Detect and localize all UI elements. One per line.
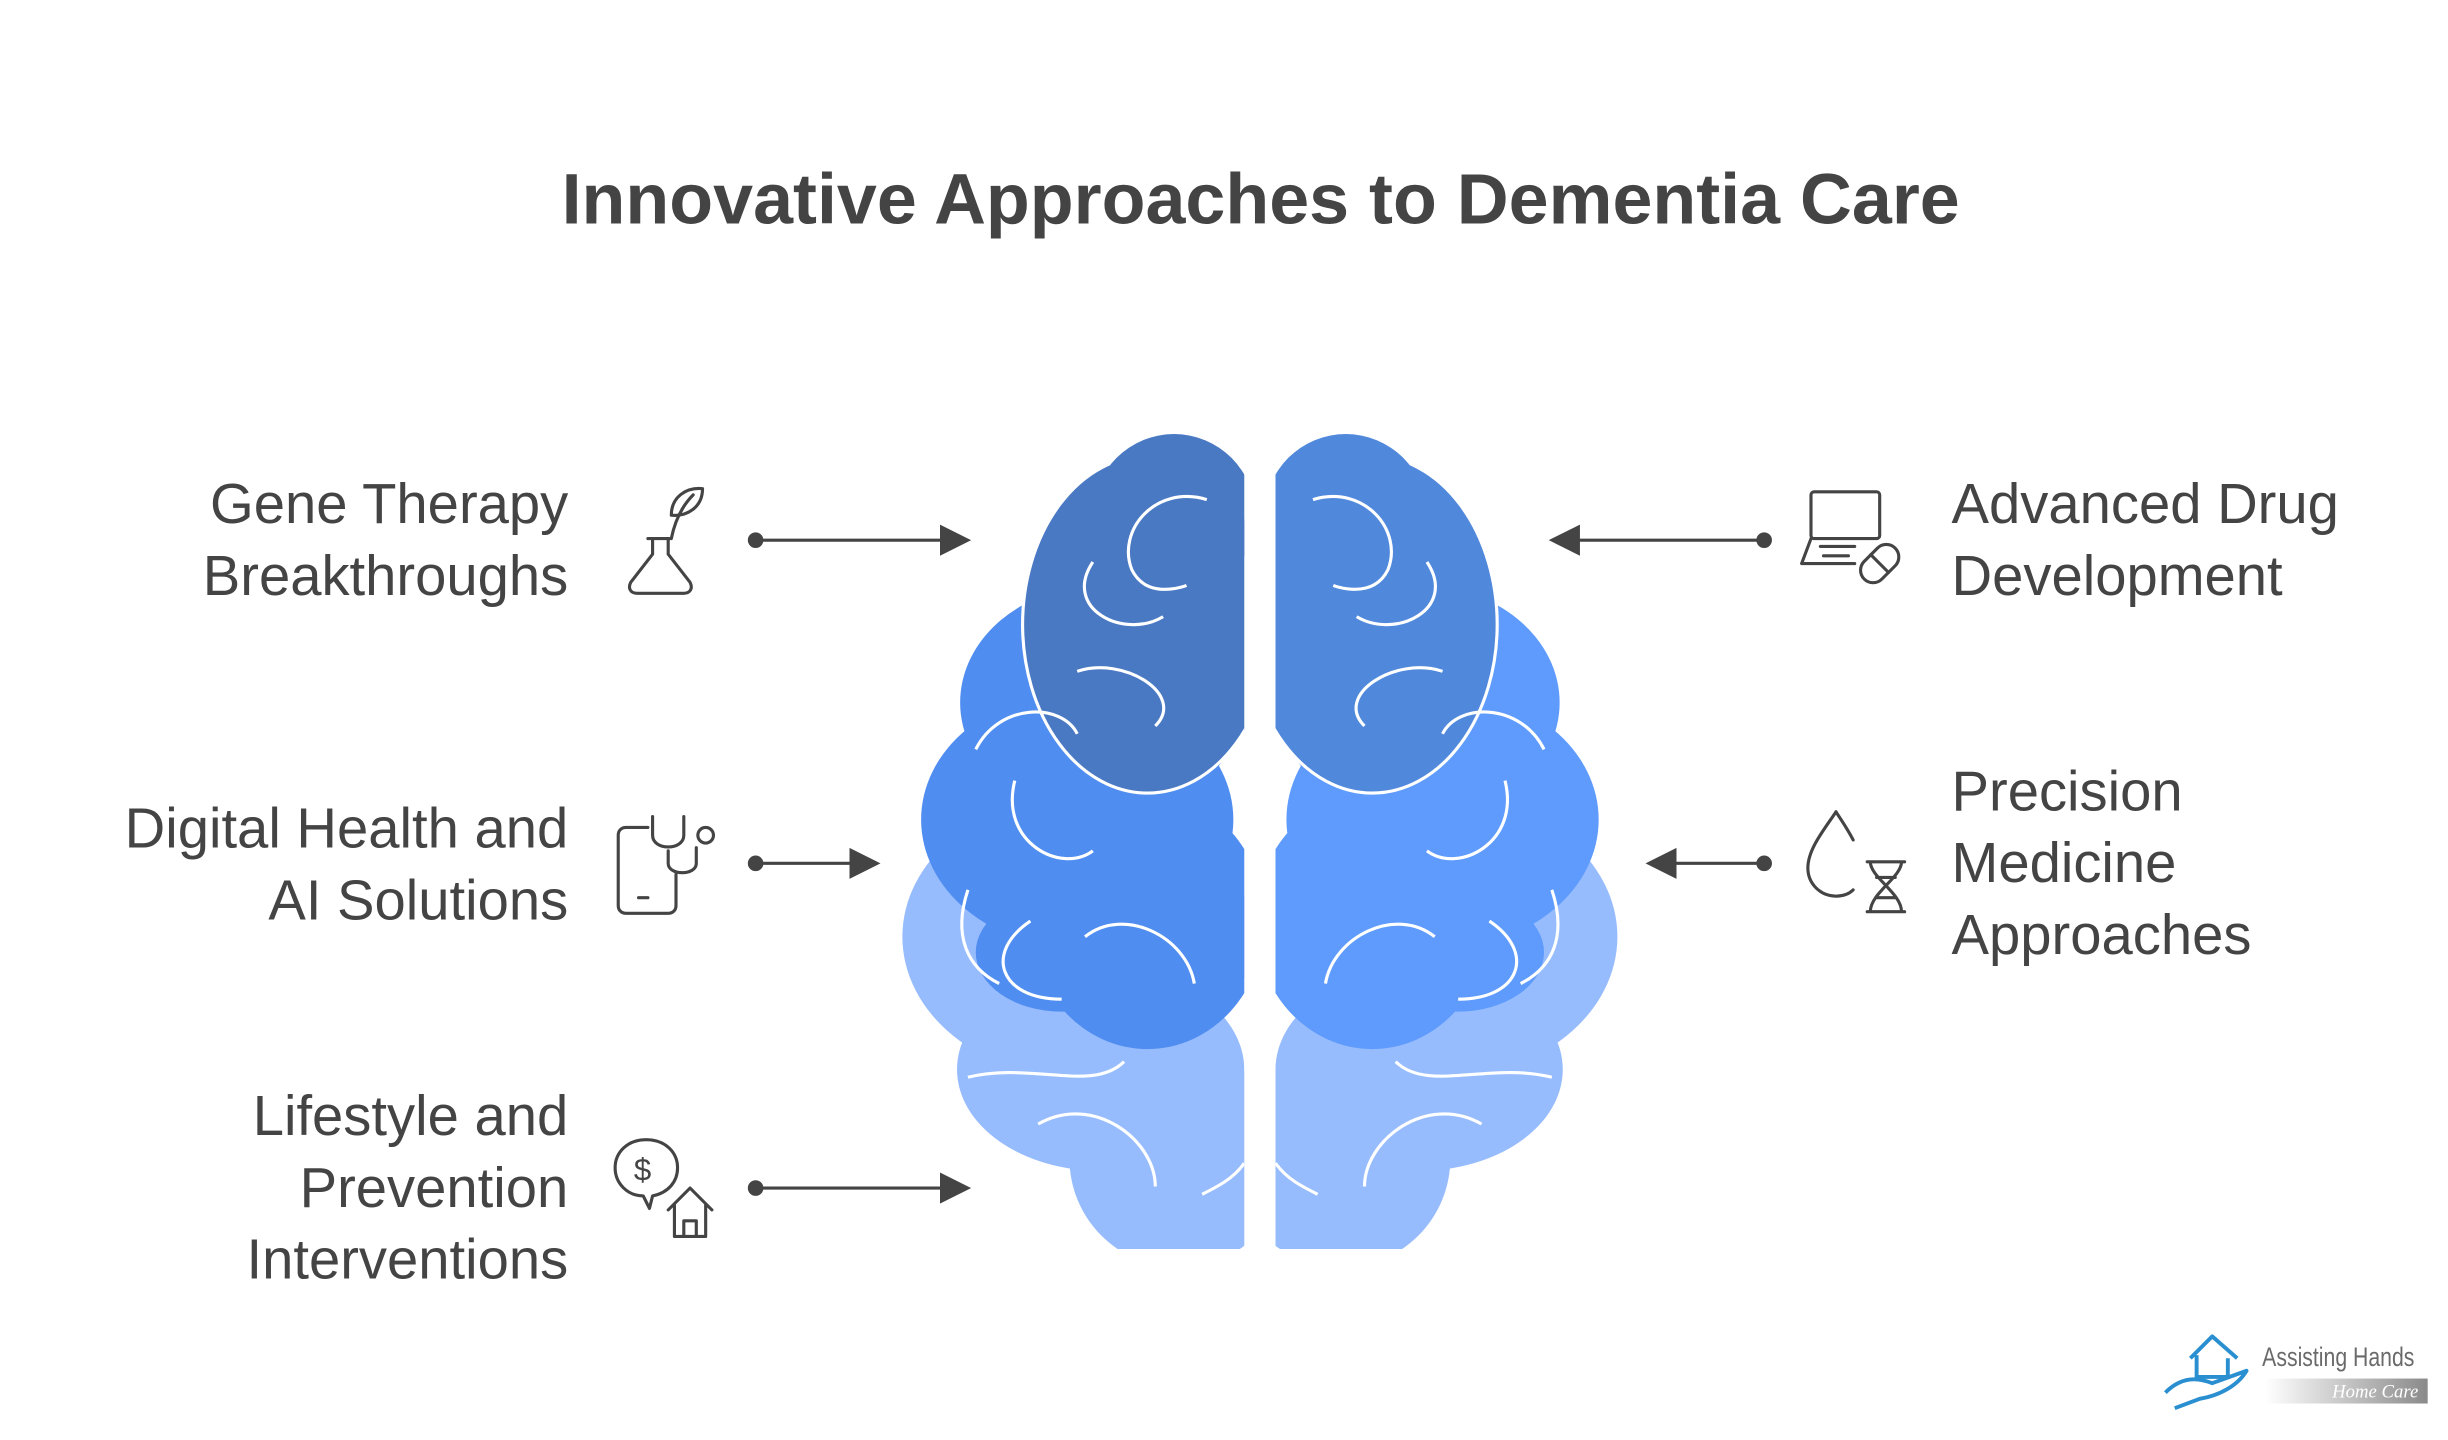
laptop-pill-icon: [1800, 490, 1901, 585]
assisting-hands-logo: Assisting Hands Home Care: [2162, 1330, 2443, 1411]
label-line: Precision: [1951, 758, 2183, 823]
connector-arrows: [747, 524, 1772, 1204]
label-line: Breakthroughs: [202, 543, 569, 608]
brain-left-hemisphere: [902, 434, 1245, 1249]
brain-right-folds: [1275, 494, 1560, 1196]
tablet-stethoscope-icon: [616, 814, 716, 915]
label-line: Development: [1951, 543, 2283, 608]
label-gene-therapy: Gene Therapy Breakthroughs: [203, 468, 569, 612]
label-digital-health: Digital Health and AI Solutions: [125, 793, 569, 937]
label-line: Approaches: [1951, 902, 2252, 967]
arrow-digital-health: [747, 847, 881, 879]
label-line: Gene Therapy: [210, 471, 569, 536]
house-hand-icon: [2164, 1334, 2249, 1411]
logo-subtitle: Home Care: [2265, 1378, 2428, 1404]
logo-name: Assisting Hands: [2262, 1342, 2415, 1373]
label-drug-development: Advanced Drug Development: [1952, 468, 2339, 612]
label-precision-medicine: Precision Medicine Approaches: [1952, 756, 2252, 971]
label-line: Prevention: [299, 1155, 569, 1220]
label-line: AI Solutions: [268, 868, 569, 933]
arrow-drug-development: [1548, 524, 1772, 556]
arrow-precision-medicine: [1645, 847, 1772, 879]
label-line: Lifestyle and: [252, 1083, 569, 1148]
brain-left-folds: [960, 494, 1245, 1196]
label-line: Interventions: [246, 1227, 569, 1292]
arrow-lifestyle: [747, 1172, 972, 1204]
label-lifestyle: Lifestyle and Prevention Interventions: [246, 1080, 568, 1295]
money-home-icon: $: [613, 1138, 714, 1239]
drop-dna-icon: [1806, 810, 1907, 914]
label-line: Advanced Drug: [1951, 471, 2339, 536]
flask-leaf-icon: [627, 487, 705, 595]
page-title: Innovative Approaches to Dementia Care: [561, 157, 1960, 239]
svg-text:$: $: [634, 1152, 651, 1187]
label-line: Digital Health and: [124, 796, 569, 861]
label-line: Medicine: [1951, 830, 2177, 895]
brain-right-hemisphere: [1275, 434, 1618, 1249]
arrow-gene-therapy: [747, 524, 972, 556]
